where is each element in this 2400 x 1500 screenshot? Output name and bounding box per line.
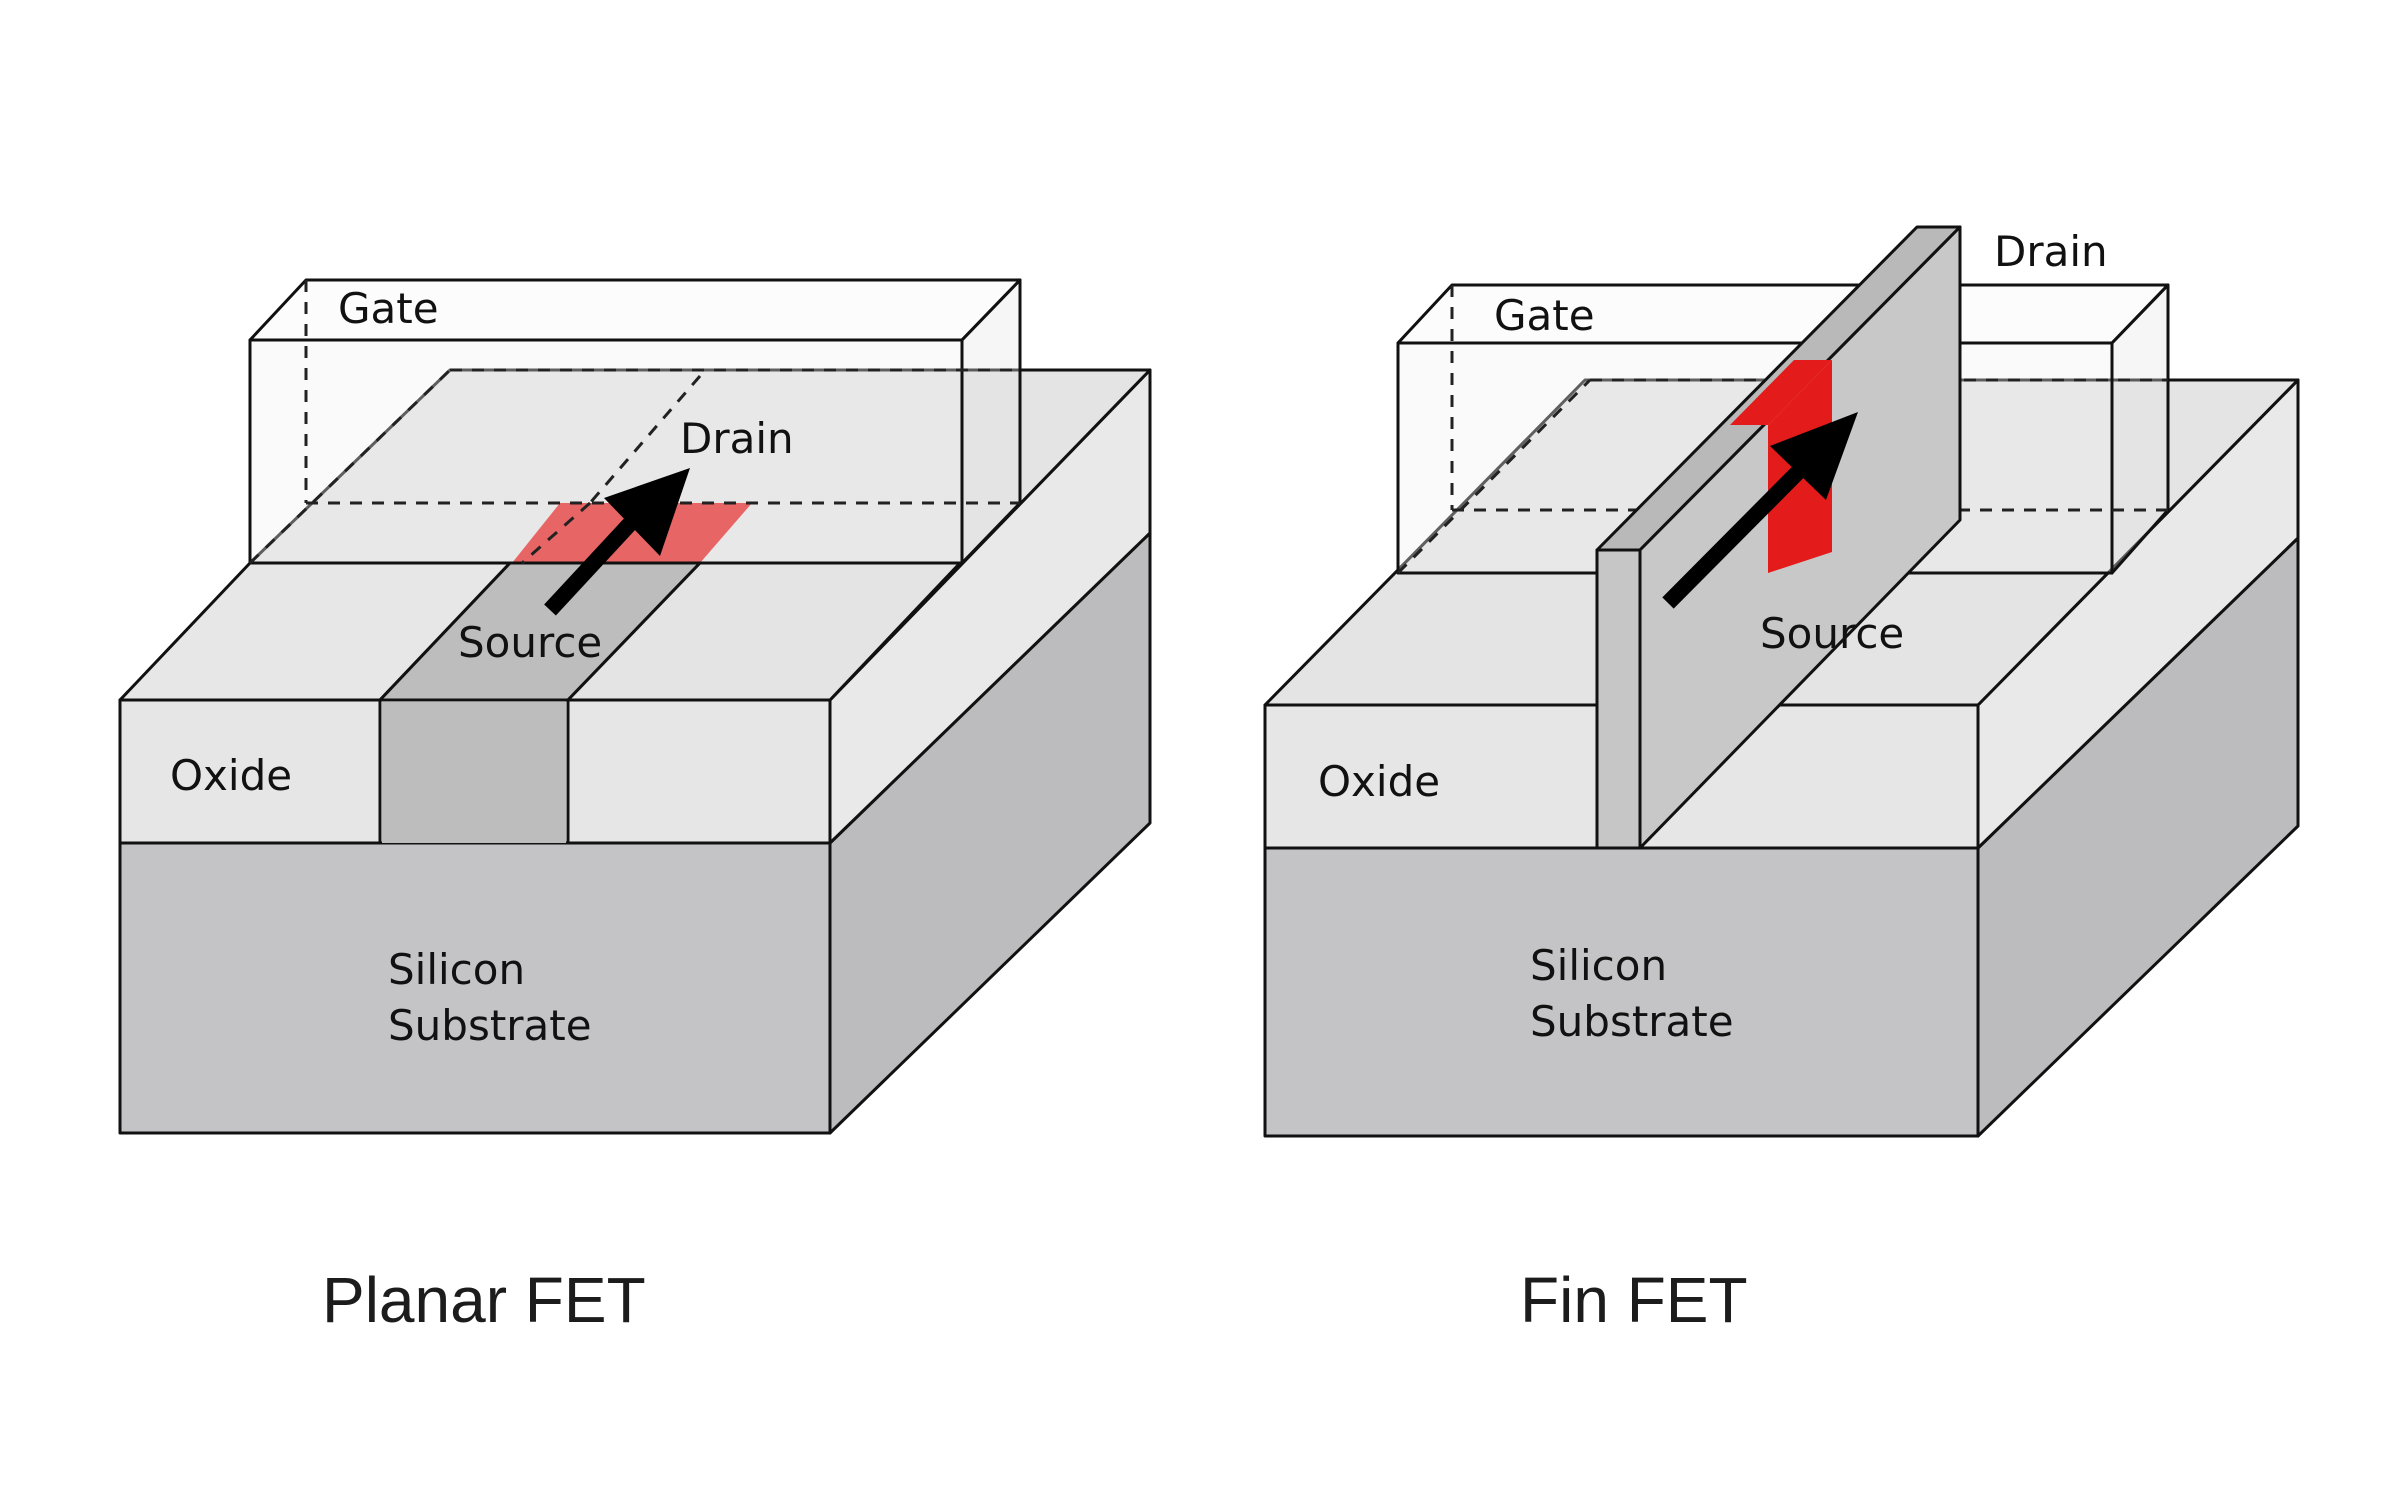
- planar-gate-front: [248, 338, 964, 565]
- fin-substrate-label-line2: Substrate: [1530, 997, 1734, 1046]
- fin-substrate-label-line1: Silicon: [1530, 941, 1667, 990]
- planar-substrate-label-line1: Silicon: [388, 945, 525, 994]
- planar-gate-label: Gate: [338, 284, 439, 333]
- fin-current-arrow: [1662, 454, 1816, 609]
- fin-oxide-label: Oxide: [1318, 757, 1440, 806]
- planar-oxide-label: Oxide: [170, 751, 292, 800]
- planar-source-label: Source: [458, 618, 602, 667]
- finfet-caption: Fin FET: [1520, 1264, 1748, 1336]
- fin-front-face: [1595, 548, 1642, 850]
- fin-source-label: Source: [1760, 609, 1904, 658]
- fin-substrate-front: [1263, 846, 1980, 1138]
- fin-oxide-left-front: [1263, 703, 1599, 850]
- fin-drain-label: Drain: [1994, 227, 2108, 276]
- planar-substrate-label-line2: Substrate: [388, 1001, 592, 1050]
- planar-oxide-right-front: [566, 698, 832, 845]
- fin-gate-label: Gate: [1494, 291, 1595, 340]
- planar-fet-caption: Planar FET: [322, 1264, 646, 1336]
- planar-fet-diagram: Gate Drain Source Oxide Silicon Substrat…: [118, 278, 1152, 1135]
- planar-groove-front: [382, 702, 566, 843]
- planar-arrow-head: [604, 468, 690, 556]
- fin-arrow-head: [1770, 412, 1858, 500]
- finfet-diagram: Gate Drain Source Oxide Silicon Substrat…: [1263, 225, 2300, 1138]
- planar-drain-label: Drain: [680, 414, 794, 463]
- planar-oxide-left-front: [118, 698, 382, 845]
- fin-channel-top: [1730, 360, 1832, 425]
